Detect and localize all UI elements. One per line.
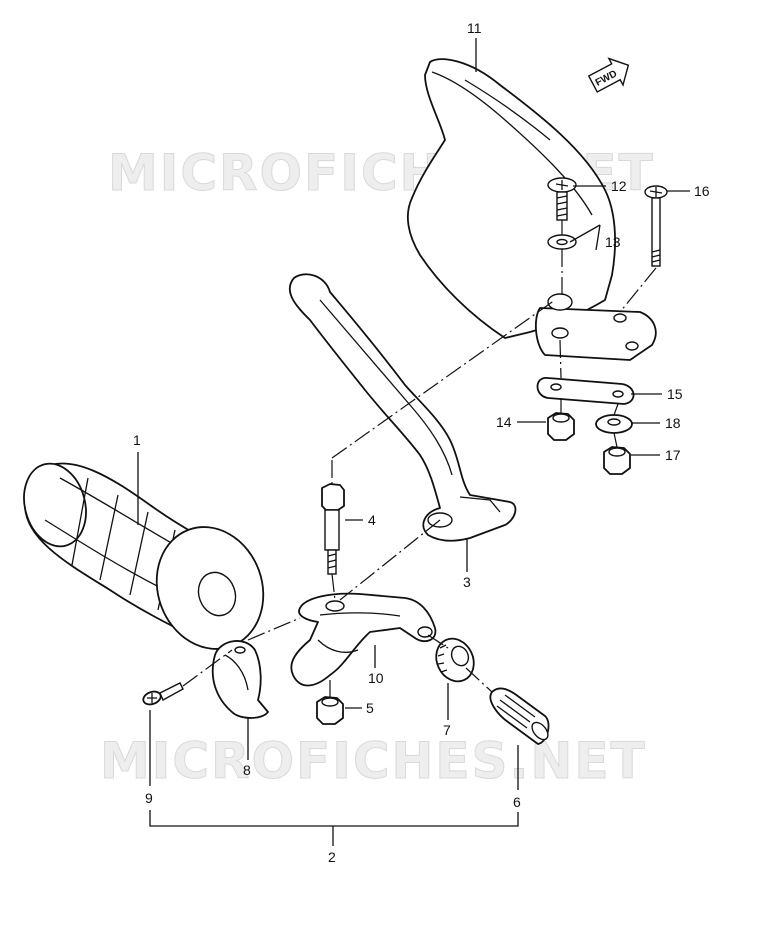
fwd-arrow-icon: FWD bbox=[587, 57, 630, 93]
callout-13[interactable]: 13 bbox=[605, 234, 621, 250]
assembly-lines bbox=[182, 220, 657, 698]
callout-10[interactable]: 10 bbox=[368, 670, 384, 686]
callout-14[interactable]: 14 bbox=[496, 414, 512, 430]
callout-4[interactable]: 4 bbox=[368, 512, 376, 528]
callout-3[interactable]: 3 bbox=[463, 574, 471, 590]
grip-part[interactable] bbox=[15, 457, 280, 664]
callout-16[interactable]: 16 bbox=[694, 183, 710, 199]
screw-12-part[interactable] bbox=[547, 177, 577, 221]
lever-bracket-part[interactable] bbox=[290, 592, 437, 687]
leader-lines bbox=[137, 38, 690, 846]
washer-13-part[interactable] bbox=[547, 234, 577, 250]
callout-17[interactable]: 17 bbox=[665, 447, 681, 463]
callout-18[interactable]: 18 bbox=[665, 415, 681, 431]
adjuster-nut-7-part[interactable] bbox=[429, 632, 480, 687]
callout-9[interactable]: 9 bbox=[145, 790, 153, 806]
plate-15-part[interactable] bbox=[536, 377, 635, 405]
nut-5-part[interactable] bbox=[316, 696, 344, 725]
callout-6[interactable]: 6 bbox=[513, 794, 521, 810]
hand-guard-part[interactable] bbox=[406, 58, 657, 361]
callout-7[interactable]: 7 bbox=[443, 722, 451, 738]
callout-12[interactable]: 12 bbox=[611, 178, 627, 194]
callout-15[interactable]: 15 bbox=[667, 386, 683, 402]
clamp-8-part[interactable] bbox=[211, 640, 269, 719]
callout-labels: 11 12 16 13 15 14 18 17 1 4 3 10 5 7 8 9… bbox=[133, 20, 710, 865]
callout-5[interactable]: 5 bbox=[366, 700, 374, 716]
collar-bolt-4-part[interactable] bbox=[321, 483, 345, 575]
callout-11[interactable]: 11 bbox=[467, 20, 482, 36]
screw-16-part[interactable] bbox=[644, 185, 668, 267]
callout-2[interactable]: 2 bbox=[328, 849, 336, 865]
nut-14-part[interactable] bbox=[547, 412, 575, 441]
callout-8[interactable]: 8 bbox=[243, 762, 251, 778]
nut-17-part[interactable] bbox=[603, 446, 631, 475]
adjuster-bolt-6-part[interactable] bbox=[489, 687, 551, 745]
washer-18-part[interactable] bbox=[595, 414, 633, 434]
watermark-bottom: MICROFICHES.NET bbox=[100, 732, 647, 790]
screw-9-part[interactable] bbox=[141, 682, 184, 707]
callout-1[interactable]: 1 bbox=[133, 432, 141, 448]
